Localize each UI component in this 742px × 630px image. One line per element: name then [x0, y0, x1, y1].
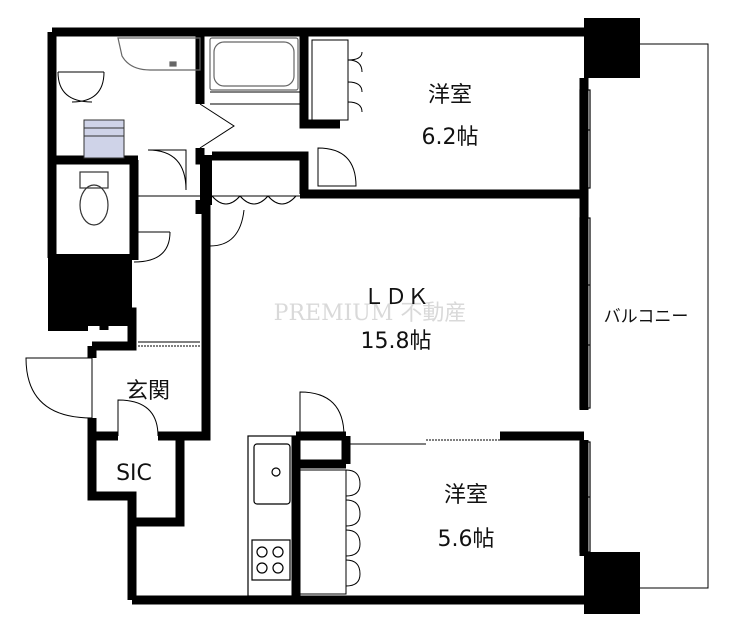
- western-room-1-size: 6.2帖: [422, 125, 479, 150]
- closet-bedroom-1: [311, 39, 363, 121]
- door-swings: [25, 71, 357, 437]
- entrance-label: 玄関: [126, 379, 170, 404]
- washbasin: [117, 37, 201, 71]
- ldk-size: 15.8帖: [361, 329, 432, 354]
- balcony-label: バルコニー: [604, 307, 689, 327]
- washing-machine: [83, 119, 125, 159]
- toilet: [79, 171, 109, 226]
- kitchen-counter: [247, 435, 297, 597]
- watermark: PREMIUM 不動産: [274, 301, 467, 326]
- closet-bedroom-2: [299, 469, 361, 595]
- thin-lines: [58, 71, 584, 445]
- hall-closet: [211, 195, 297, 205]
- western-room-2-size: 5.6帖: [438, 527, 495, 552]
- balcony-area: [640, 43, 709, 589]
- ldk-name: ＬＤＫ: [363, 285, 429, 310]
- bathtub: [209, 37, 299, 91]
- sic-label: SIC: [116, 461, 152, 486]
- western-room-1-name: 洋室: [428, 83, 472, 108]
- western-room-2-name: 洋室: [444, 483, 488, 508]
